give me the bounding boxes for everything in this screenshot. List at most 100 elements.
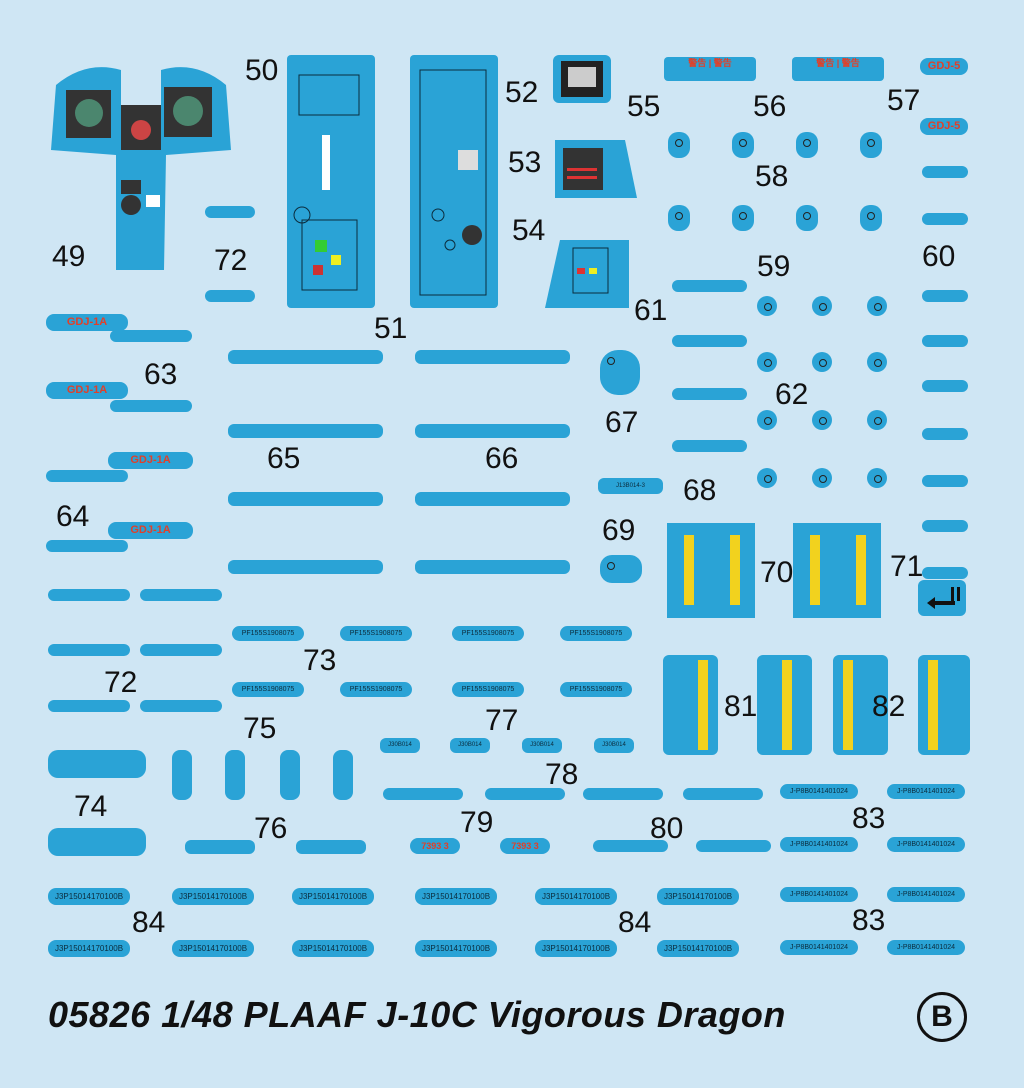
ref-number: 55 <box>627 90 661 123</box>
decal-76-b <box>296 840 366 854</box>
decal-64-a: GDJ-1A <box>108 452 193 469</box>
decal-78-pill <box>485 788 565 800</box>
decal-65-bar <box>228 560 383 574</box>
decal-73-pf: PF155S1908075 <box>452 682 524 697</box>
decal-61-pill <box>672 280 747 292</box>
ref-number: 74 <box>74 790 108 823</box>
decal-75-item <box>225 750 245 800</box>
decal-62-dot <box>757 352 777 372</box>
ref-number: 61 <box>634 294 668 327</box>
decal-65-bar <box>228 492 383 506</box>
decal-83-pill: J-P8B0141401024 <box>780 784 858 799</box>
decal-55: 警告 | 警告 <box>664 57 756 81</box>
ref-number: 84 <box>132 906 166 939</box>
decal-66-bar <box>415 424 570 438</box>
ref-number: 49 <box>52 240 86 273</box>
ref-number: 84 <box>618 906 652 939</box>
decal-66-bar <box>415 350 570 364</box>
decal-81-a-stripe <box>698 660 708 750</box>
decal-72-pill <box>48 644 130 656</box>
decal-67 <box>600 350 640 395</box>
decal-77-pill: J30B014 <box>594 738 634 753</box>
decal-82-b <box>918 655 970 755</box>
ref-number: 83 <box>852 904 886 937</box>
decal-82-a-stripe <box>843 660 853 750</box>
decal-77-pill: J30B014 <box>522 738 562 753</box>
decal-60-pill <box>922 520 968 532</box>
decal-83-pill: J-P8B0141401024 <box>780 887 858 902</box>
ref-number: 54 <box>512 214 546 247</box>
decal-63-a-sub <box>110 330 192 342</box>
decal-60-pill <box>922 475 968 487</box>
decal-73-pf: PF155S1908075 <box>560 682 632 697</box>
decal-73-pf: PF155S1908075 <box>232 626 304 641</box>
decal-60-pill <box>922 166 968 178</box>
decal-84-pill: J3P15014170100B <box>415 888 497 905</box>
decal-62-dot <box>757 410 777 430</box>
decal-78-pill <box>383 788 463 800</box>
decal-70-b <box>793 523 881 618</box>
decal-84-pill: J3P15014170100B <box>535 888 617 905</box>
decal-83-pill: J-P8B0141401024 <box>780 940 858 955</box>
decal-73-pf: PF155S1908075 <box>340 626 412 641</box>
decal-70-b-stripe <box>856 535 866 605</box>
ref-number: 52 <box>505 76 539 109</box>
decal-60-pill <box>922 213 968 225</box>
decal-63-b-sub <box>110 400 192 412</box>
decal-59-dot <box>757 296 777 316</box>
sheet-title: 05826 1/48 PLAAF J-10C Vigorous Dragon <box>48 994 786 1035</box>
decal-60-pill <box>922 428 968 440</box>
decal-59-dot <box>812 296 832 316</box>
ref-number: 58 <box>755 160 789 193</box>
decal-72-pill <box>140 700 222 712</box>
decal-57-a: GDJ-5 <box>920 58 968 75</box>
decal-64-b-sub <box>46 540 128 552</box>
decal-84-pill: J3P15014170100B <box>657 888 739 905</box>
decal-58-item <box>860 205 882 231</box>
decal-62-dot <box>867 352 887 372</box>
decal-74-a <box>48 750 146 778</box>
ref-number: 50 <box>245 54 279 87</box>
decal-72-pill <box>48 700 130 712</box>
decal-84-pill: J3P15014170100B <box>292 888 374 905</box>
decal-72-pill <box>205 290 255 302</box>
decal-58-item <box>668 132 690 158</box>
ref-number: 56 <box>753 90 787 123</box>
decal-70-a-stripe <box>684 535 694 605</box>
ref-number: 62 <box>775 378 809 411</box>
decal-80-a <box>593 840 668 852</box>
decal-73-pf: PF155S1908075 <box>452 626 524 641</box>
decal-84-pill: J3P15014170100B <box>172 888 254 905</box>
decal-61-pill <box>672 440 747 452</box>
decal-83-pill: J-P8B0141401024 <box>887 784 965 799</box>
ref-number: 72 <box>104 666 138 699</box>
decal-78-pill <box>583 788 663 800</box>
decal-53-panel <box>555 140 637 198</box>
ref-number: 72 <box>214 244 248 277</box>
decal-72-pill <box>205 206 255 218</box>
ref-number: 81 <box>724 690 758 723</box>
decal-72-pill <box>140 589 222 601</box>
decal-52-display <box>553 55 611 103</box>
decal-60-pill <box>922 335 968 347</box>
decal-63-a: GDJ-1A <box>46 314 128 331</box>
decal-54-panel <box>545 240 629 308</box>
ref-number: 66 <box>485 442 519 475</box>
decal-82-b-stripe <box>928 660 938 750</box>
ref-number: 73 <box>303 644 337 677</box>
decal-84-pill: J3P15014170100B <box>172 940 254 957</box>
decal-64-a-sub <box>46 470 128 482</box>
decal-66-bar <box>415 560 570 574</box>
decal-75-item <box>280 750 300 800</box>
decal-60-pill <box>922 380 968 392</box>
decal-75-item <box>172 750 192 800</box>
decal-73-pf: PF155S1908075 <box>232 682 304 697</box>
decal-81-a <box>663 655 718 755</box>
decal-63-b: GDJ-1A <box>46 382 128 399</box>
decal-56: 警告 | 警告 <box>792 57 884 81</box>
ref-number: 75 <box>243 712 277 745</box>
ref-number: 68 <box>683 474 717 507</box>
decal-84-pill: J3P15014170100B <box>48 940 130 957</box>
decal-73-pf: PF155S1908075 <box>340 682 412 697</box>
ref-number: 70 <box>760 556 794 589</box>
